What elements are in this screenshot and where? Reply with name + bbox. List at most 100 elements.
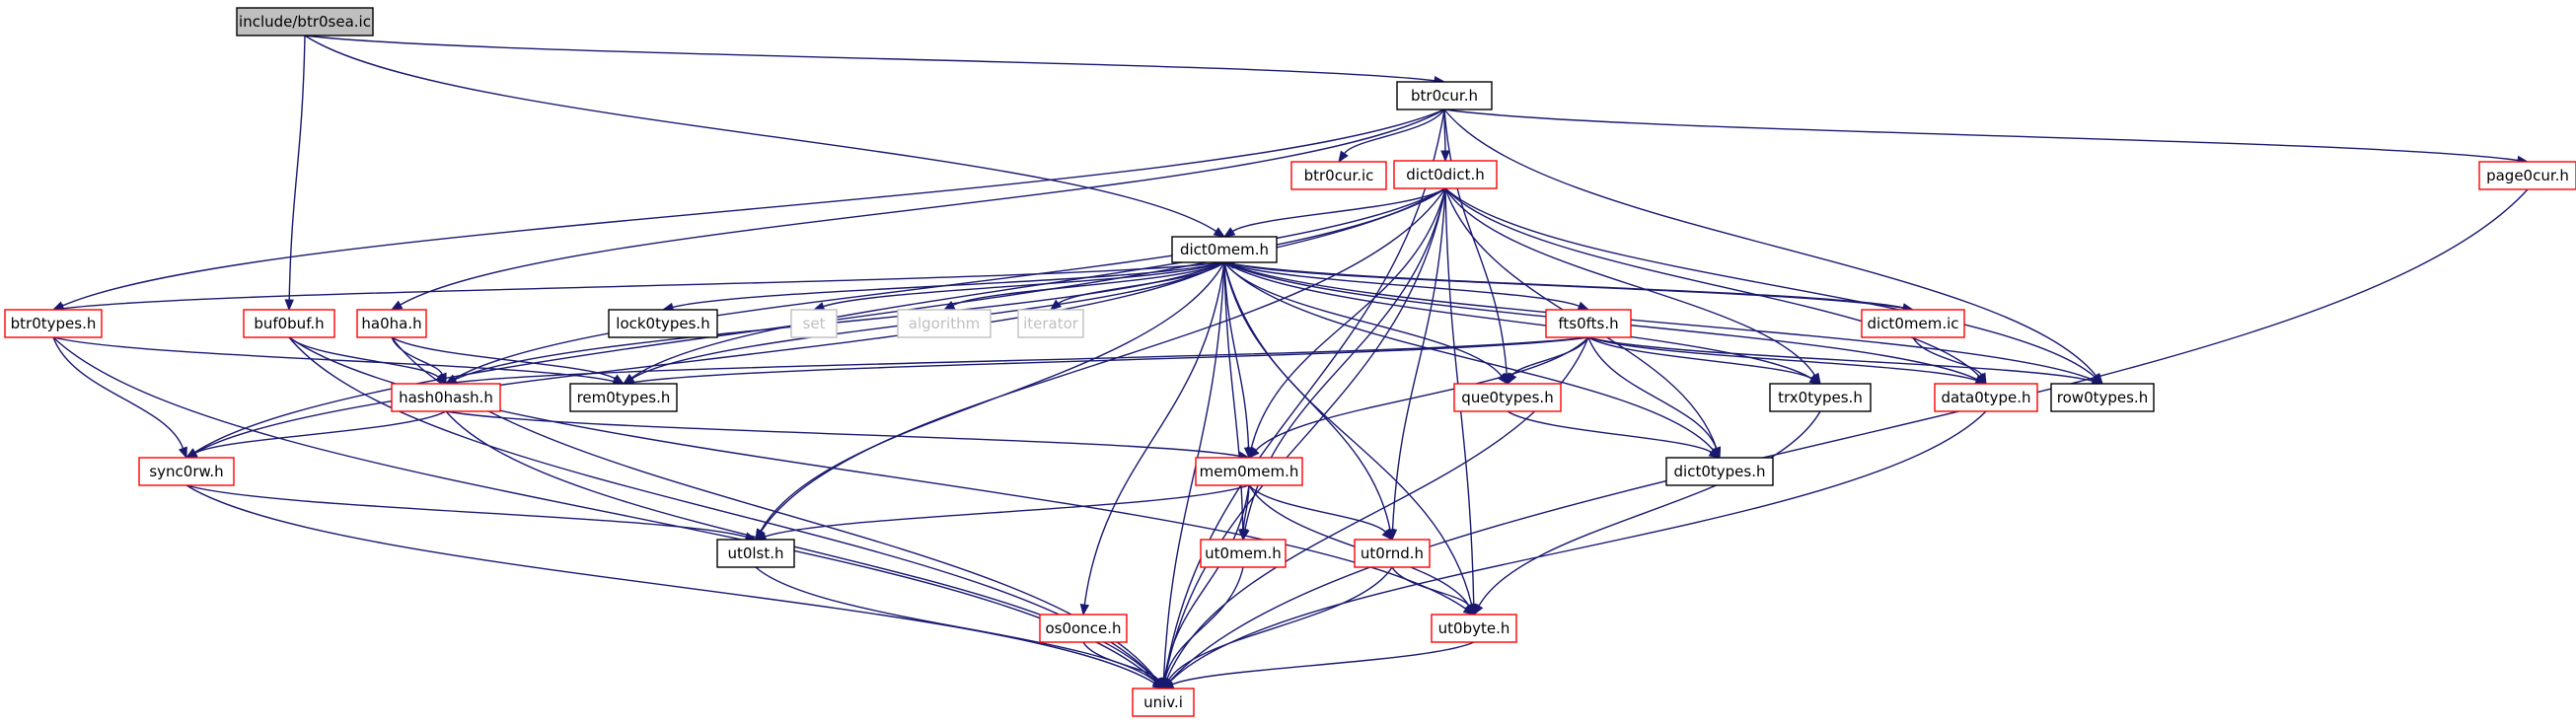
edge-line — [1587, 336, 1977, 382]
edge-line — [61, 109, 1445, 307]
edge-line — [632, 336, 1589, 384]
node-algorithm: algorithm — [897, 309, 992, 338]
node-iterator: iterator — [1017, 309, 1084, 338]
edge-line — [1167, 566, 1393, 681]
edge-line — [304, 35, 1435, 82]
edge-line — [288, 336, 439, 378]
node-set: set — [790, 309, 838, 338]
edge-line — [1443, 109, 2098, 377]
node-btr0cur-h[interactable]: btr0cur.h — [1396, 81, 1493, 110]
node-os0once-h[interactable]: os0once.h — [1039, 614, 1128, 643]
edge-btr0sea_ic-to-dict0mem_h — [304, 35, 1226, 238]
edge-ut0rnd_h-to-ut0byte_h — [1391, 566, 1475, 617]
node-box — [1393, 160, 1498, 189]
arrowhead-icon — [178, 446, 187, 460]
node-box — [4, 309, 103, 338]
edge-line — [1250, 187, 1446, 449]
arrowhead-icon — [1248, 447, 1260, 459]
node-trx0types-h[interactable]: trx0types.h — [1769, 383, 1872, 412]
node-label: algorithm — [909, 315, 980, 332]
node-univ-i[interactable]: univ.i — [1132, 688, 1195, 717]
edge-line — [1587, 336, 2094, 383]
arrowhead-icon — [1213, 227, 1226, 238]
edge-btr0sea_ic-to-buf0buf_h — [284, 35, 306, 312]
edge-line — [1233, 263, 1914, 311]
node-box — [1132, 688, 1195, 717]
node-box — [1545, 309, 1632, 338]
node-box — [790, 309, 838, 338]
node-dict0dict-h[interactable]: dict0dict.h — [1393, 160, 1498, 189]
node-ut0rnd-h[interactable]: ut0rnd.h — [1354, 539, 1431, 568]
node-label: univ.i — [1143, 693, 1183, 711]
node-ha0ha-h[interactable]: ha0ha.h — [356, 309, 427, 338]
node-label: trx0types.h — [1778, 389, 1863, 406]
node-lock0types-h[interactable]: lock0types.h — [608, 309, 718, 338]
node-dict0mem-ic[interactable]: dict0mem.ic — [1861, 309, 1965, 338]
node-label: ut0rnd.h — [1361, 544, 1424, 562]
node-sync0rw-h[interactable]: sync0rw.h — [138, 457, 235, 486]
node-page0cur-h[interactable]: page0cur.h — [2478, 161, 2576, 190]
edge-dict0mem_h-to-os0once_h — [1079, 261, 1225, 617]
edge-line — [760, 187, 1446, 533]
node-dict0mem-h[interactable]: dict0mem.h — [1171, 236, 1278, 263]
node-dict0types-h[interactable]: dict0types.h — [1665, 457, 1774, 486]
edge-line — [1507, 410, 1713, 454]
node-box — [138, 457, 235, 486]
node-box — [1017, 309, 1084, 338]
edge-ha0ha_h-to-hash0hash_h — [391, 336, 447, 386]
edge-line — [1223, 261, 1250, 449]
node-label: fts0fts.h — [1558, 315, 1618, 332]
edge-line — [1444, 187, 1816, 376]
node-row0types-h[interactable]: row0types.h — [2050, 383, 2155, 412]
edge-btr0cur_h-to-btr0cur_ic — [1338, 109, 1445, 164]
node-label: page0cur.h — [2486, 167, 2569, 184]
edge-line — [185, 484, 747, 538]
node-btr0cur-ic[interactable]: btr0cur.ic — [1290, 161, 1387, 190]
node-btr0types-h[interactable]: btr0types.h — [4, 309, 103, 338]
node-data0type-h[interactable]: data0type.h — [1934, 383, 2038, 412]
node-box — [2050, 383, 2155, 412]
node-buf0buf-h[interactable]: buf0buf.h — [243, 309, 335, 338]
arrowhead-icon — [390, 300, 404, 311]
node-label: btr0types.h — [11, 315, 97, 332]
edge-layer — [51, 35, 2530, 690]
edge-mem0mem_h-to-ut0rnd_h — [1248, 484, 1393, 542]
node-mem0mem-h[interactable]: mem0mem.h — [1195, 457, 1303, 486]
node-que0types-h[interactable]: que0types.h — [1453, 383, 1562, 412]
arrowhead-icon — [1507, 372, 1517, 386]
edge-line — [1223, 261, 1473, 606]
edge-line — [1255, 336, 1589, 452]
node-fts0fts-h[interactable]: fts0fts.h — [1545, 309, 1632, 338]
node-ut0mem-h[interactable]: ut0mem.h — [1200, 539, 1287, 568]
node-label: dict0dict.h — [1406, 166, 1484, 183]
edge-line — [1587, 336, 1718, 449]
node-box — [1665, 457, 1774, 486]
arrowhead-icon — [612, 374, 626, 385]
node-rem0types-h[interactable]: rem0types.h — [569, 383, 678, 412]
node-label: iterator — [1023, 315, 1079, 332]
node-box — [1934, 383, 2038, 412]
edge-line — [1169, 188, 2529, 683]
node-ut0lst-h[interactable]: ut0lst.h — [716, 539, 795, 568]
edge-line — [1162, 261, 1225, 680]
arrowhead-icon — [1153, 677, 1164, 690]
edge-line — [1164, 566, 1244, 680]
edge-line — [760, 261, 1225, 532]
node-label: data0type.h — [1941, 389, 2030, 406]
edge-line — [391, 336, 444, 376]
node-hash0hash-h[interactable]: hash0hash.h — [391, 383, 501, 412]
arrowhead-icon — [1381, 528, 1393, 542]
edge-os0once_h-to-univ_i — [1082, 641, 1164, 690]
edge-line — [952, 261, 1225, 307]
node-box — [2478, 161, 2576, 190]
node-box — [1171, 236, 1278, 263]
node-label: dict0mem.h — [1180, 241, 1269, 258]
edge-btr0types_h-to-sync0rw_h — [52, 336, 187, 460]
edge-line — [1223, 261, 1503, 377]
node-label: set — [803, 315, 826, 332]
edge-line — [1223, 261, 2095, 381]
node-ut0byte-h[interactable]: ut0byte.h — [1431, 614, 1517, 643]
edge-fts0fts_h-to-que0types_h — [1507, 336, 1589, 386]
node-box — [236, 7, 374, 36]
